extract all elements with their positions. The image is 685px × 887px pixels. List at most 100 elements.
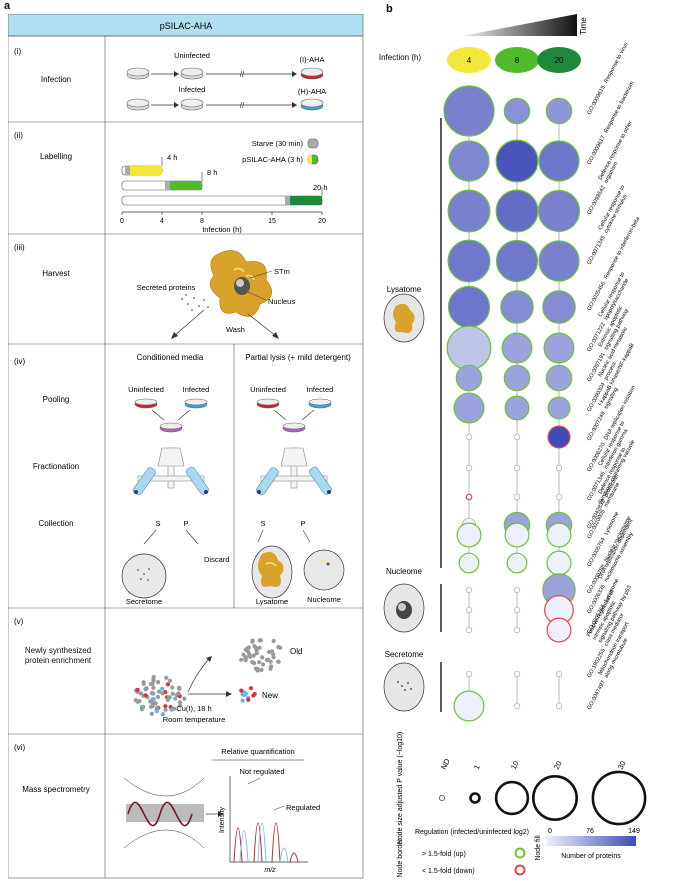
bubble-GO:0035456-t4 — [447, 285, 491, 329]
old-protein-dot — [255, 668, 260, 673]
bubble-GO:0071222-t8 — [501, 332, 533, 364]
panel-b-letter: b — [386, 3, 393, 15]
bubble-GO:0098542-t4 — [447, 189, 491, 233]
pool-uninfected-left: Uninfected — [128, 385, 164, 394]
old-protein-dot — [252, 661, 257, 666]
new-protein-dot — [248, 686, 254, 691]
old-label: Old — [290, 647, 302, 656]
bubble-GO:0005764-t20 — [546, 550, 572, 576]
ms-xlabel: m/z — [264, 867, 276, 874]
stm-label: STm — [274, 267, 290, 276]
old-protein-dot — [276, 644, 281, 650]
bubble-GO:0007249-t20 — [547, 425, 571, 449]
old-protein-dot — [257, 660, 262, 665]
secretome-dot-icon — [410, 688, 412, 690]
go-term-name: DNA replication-dependent — [598, 518, 635, 580]
mixed-protein-dot — [135, 687, 140, 692]
old-protein-dot — [276, 659, 281, 664]
partial-lysis-label: Partial lysis (+ mild detergent) — [245, 353, 351, 362]
bubble-GO:0006335-t8 — [513, 606, 521, 614]
mixed-protein-dot — [155, 694, 161, 700]
bar-4h-label: 4 h — [167, 153, 177, 162]
secreted-proteins-label: Secreted proteins — [137, 283, 196, 292]
mixed-protein-dot — [139, 707, 145, 712]
step-id-vi: (vi) — [14, 743, 25, 752]
group-icon-secretome — [383, 662, 425, 712]
group-label-lysatome: Lysatome — [387, 285, 422, 294]
border-legend-title: Node border — [397, 838, 404, 878]
i-aha-label: (I)-AHA — [300, 55, 325, 64]
labelling-timeline: Starve (30 min) pSILAC-AHA (3 h) 4 h 8 h… — [120, 138, 328, 234]
secretome-dot-icon — [407, 682, 409, 684]
new-protein-dot — [246, 697, 251, 702]
mixed-protein-dot — [167, 678, 172, 683]
step-id-iii: (iii) — [14, 243, 25, 252]
time-point-4h-badge — [447, 47, 491, 73]
new-protein-dot — [240, 698, 245, 703]
step-title-enrichment: Newly synthesized protein enrichment — [24, 646, 92, 665]
size-legend-circle-20 — [532, 774, 579, 821]
bubble-GO:0005764-t8 — [513, 626, 521, 634]
bubble-GO:0047497-t20 — [555, 702, 563, 710]
bubble-GO:0000788-t4 — [465, 586, 473, 594]
mixed-protein-dot — [150, 703, 155, 709]
bubble-GO:0005764-t20 — [546, 617, 572, 643]
uninfected-label: Uninfected — [174, 51, 210, 60]
secretome-dot-icon — [404, 689, 406, 691]
axis-tick-4: 4 — [160, 218, 164, 225]
not-regulated-label: Not regulated — [239, 767, 284, 776]
regulation-down-label: < 1.5-fold (down) — [422, 868, 475, 875]
bubble-GO:0000788-t8 — [513, 586, 521, 594]
time-break-2: // — [240, 101, 245, 110]
old-protein-dot — [246, 645, 251, 650]
mixed-protein-dot — [144, 686, 149, 691]
bubble-GO:0071345-t20 — [538, 240, 580, 282]
new-label: New — [262, 691, 278, 700]
mixed-protein-dot — [160, 691, 165, 696]
old-protein-dot — [271, 652, 276, 657]
ms-ylabel: Intensity — [219, 806, 226, 833]
old-protein-dot — [257, 638, 262, 643]
h-aha-label: (H)-AHA — [298, 87, 326, 96]
bubble-GO:0006270-t4 — [465, 464, 473, 472]
mixed-protein-dot — [143, 693, 148, 698]
step-title-harvest: Harvest — [42, 269, 70, 278]
step-title-collection: Collection — [38, 519, 73, 528]
bubble-GO:0006335-t4 — [465, 606, 473, 614]
step-id-i: (i) — [14, 47, 21, 56]
bubble-GO:0005764-t8 — [506, 552, 528, 574]
time-point-8h-label: 8 — [515, 56, 520, 65]
fill-legend-gradient — [546, 836, 636, 846]
size-legend-circle-ND — [439, 795, 445, 801]
nucleome-label: Nucleome — [307, 595, 341, 604]
time-break-1: // — [240, 70, 245, 79]
new-protein-dot — [243, 692, 248, 697]
go-term-id: GO:0047497 — [586, 680, 606, 711]
mixed-protein-dot — [135, 699, 140, 704]
relative-quant-label: Relative quantification — [221, 747, 294, 756]
mixed-protein-dot — [151, 697, 156, 702]
old-protein-dot — [239, 657, 244, 662]
bubble-GO:0009617-t20 — [538, 140, 580, 182]
time-label: Time — [579, 17, 588, 35]
mixed-protein-dot — [149, 711, 154, 717]
bubble-GO:0098542-t20 — [537, 189, 581, 233]
bubble-GO:0035456-t20 — [542, 290, 576, 324]
pulse-legend: pSILAC-AHA (3 h) — [242, 155, 303, 164]
regulation-up-label: > 1.5-fold (up) — [422, 851, 466, 858]
mixed-protein-dot — [160, 712, 165, 717]
pellet-left: P — [183, 519, 188, 528]
step-id-iv: (iv) — [14, 357, 25, 366]
regulation-down-swatch — [514, 864, 526, 876]
fill-legend-tick-149: 149 — [628, 828, 640, 835]
bubble-GO:0071345-t8 — [495, 239, 539, 283]
workflow-header: pSILAC-AHA — [160, 21, 213, 31]
mixed-protein-dot — [176, 691, 181, 696]
bubble-GO:0071222-t4 — [446, 325, 492, 371]
mixed-protein-dot — [172, 706, 177, 711]
bubble-GO:0071346-t20 — [555, 493, 563, 501]
old-protein-dot — [245, 649, 250, 654]
size-legend-label-1: 1 — [472, 763, 482, 771]
